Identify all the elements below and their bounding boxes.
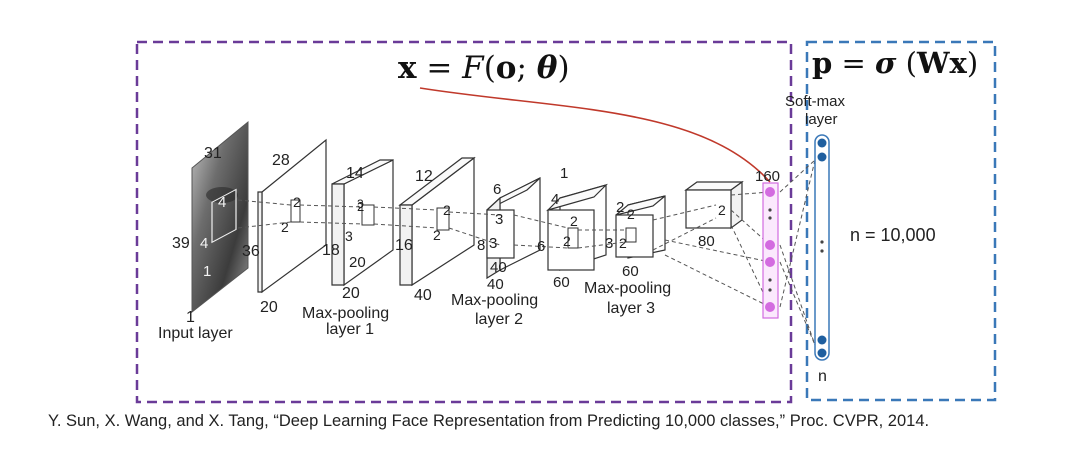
feature-formula: x = F(o; θ) bbox=[398, 50, 570, 86]
softmax-node bbox=[817, 348, 827, 358]
classifier-frame bbox=[805, 40, 997, 402]
conv-layer-3 bbox=[545, 183, 609, 271]
formula-sigma: σ bbox=[875, 46, 897, 80]
formula-open2: ( bbox=[896, 46, 917, 80]
max-pooling-layer-2 bbox=[486, 177, 541, 280]
input-width-label: 39 bbox=[172, 235, 190, 252]
pool1-depth-label: 20 bbox=[349, 254, 366, 271]
kernel-size-label: 2 bbox=[570, 213, 578, 229]
softmax-label-line1: Soft-max bbox=[785, 93, 846, 110]
softmax-dim-label: n bbox=[818, 368, 827, 385]
formula-close: ) bbox=[557, 50, 570, 86]
deepid-node bbox=[765, 187, 775, 197]
kernel-size-label: 2 bbox=[443, 202, 451, 218]
kernel-size-label: 2 bbox=[293, 194, 301, 210]
conv2-width-label: 16 bbox=[395, 237, 413, 254]
kernel-size-label: 1 bbox=[203, 263, 211, 280]
pool3-width-label: 3 bbox=[605, 235, 613, 252]
kernel-size-label: 2 bbox=[357, 199, 364, 214]
kernel-size-label: 2 bbox=[433, 227, 441, 243]
kernel-size-label: 2 bbox=[281, 219, 289, 235]
feature-arrow-curve bbox=[419, 87, 771, 183]
formula-wx: Wx bbox=[916, 46, 967, 80]
conv4-channel-label: 80 bbox=[698, 233, 715, 250]
softmax-node bbox=[817, 138, 827, 148]
conv3-channel-label: 60 bbox=[553, 274, 570, 291]
formula-p: p bbox=[812, 46, 833, 80]
softmax-node bbox=[817, 335, 827, 345]
softmax-vector bbox=[814, 134, 830, 361]
conv3-height-label: 4 bbox=[551, 191, 559, 208]
conv3-width-label: 6 bbox=[537, 238, 545, 255]
input-channel-label: 1 bbox=[186, 309, 195, 326]
citation-text: Y. Sun, X. Wang, and X. Tang, “Deep Lear… bbox=[48, 412, 930, 430]
kernel-size-label: 4 bbox=[218, 194, 226, 211]
softmax-label-line2: layer bbox=[805, 111, 838, 128]
conv-layer-1 bbox=[257, 138, 327, 294]
pool3-height-label: 2 bbox=[616, 199, 624, 216]
conv-layer-4 bbox=[684, 180, 744, 230]
formula-open: ( bbox=[483, 50, 496, 86]
kernel-size-label: 2 bbox=[718, 202, 726, 218]
pool3-name-line2: layer 3 bbox=[607, 300, 655, 317]
formula-close2: ) bbox=[966, 46, 979, 80]
deepid-dim-label: 160 bbox=[755, 168, 780, 185]
pool1-width-label: 18 bbox=[322, 242, 340, 259]
input-face-image bbox=[191, 120, 249, 314]
kernel-size-label: 3 bbox=[495, 211, 503, 228]
kernel-size-label: 3 bbox=[345, 228, 353, 244]
pool3-name-line1: Max-pooling bbox=[584, 280, 671, 297]
conv1-channel-label: 20 bbox=[260, 299, 278, 316]
pool3-channel-label: 60 bbox=[622, 263, 639, 280]
formula-func: F bbox=[462, 50, 484, 86]
conv2-height-label: 12 bbox=[415, 168, 433, 185]
formula-sep: ; bbox=[516, 50, 537, 86]
formula-eq2: = bbox=[832, 46, 876, 80]
conv3-marker-label: 1 bbox=[560, 165, 568, 182]
max-pooling-layer-3 bbox=[615, 195, 666, 259]
kernel-size-label: 4 bbox=[200, 235, 208, 252]
pool1-height-label: 14 bbox=[346, 165, 364, 182]
pool2-channel-label: 40 bbox=[487, 276, 504, 293]
pool3-depth-label: 2 bbox=[627, 206, 635, 222]
formula-o: o bbox=[495, 50, 517, 86]
pool1-name-line2: layer 1 bbox=[326, 321, 374, 338]
max-pooling-layer-1 bbox=[331, 159, 394, 287]
input-height-label: 31 bbox=[204, 145, 222, 162]
kernel-size-label: 2 bbox=[619, 235, 627, 251]
pool2-width-label: 8 bbox=[477, 237, 485, 254]
conv2-channel-label: 40 bbox=[414, 287, 432, 304]
formula-x: x bbox=[398, 50, 417, 86]
conv-layer-2 bbox=[398, 156, 476, 287]
deepid-node bbox=[765, 302, 775, 312]
class-count-label: n = 10,000 bbox=[850, 225, 936, 245]
pool1-name-line1: Max-pooling bbox=[302, 305, 389, 322]
pool2-name-line2: layer 2 bbox=[475, 311, 523, 328]
pool2-depth-label: 40 bbox=[490, 259, 507, 276]
pool2-height-label: 6 bbox=[493, 181, 501, 198]
softmax-node bbox=[817, 152, 827, 162]
input-depth-label: 36 bbox=[242, 243, 260, 260]
kernel-size-label: 3 bbox=[489, 235, 497, 252]
kernel-size-label: 2 bbox=[563, 233, 571, 249]
pool1-channel-label: 20 bbox=[342, 285, 360, 302]
formula-eq: = bbox=[416, 50, 463, 86]
deepid-feature-vector bbox=[762, 182, 779, 319]
deepid-node bbox=[765, 240, 775, 250]
pool2-name-line1: Max-pooling bbox=[451, 292, 538, 309]
softmax-formula: p = σ (Wx) bbox=[812, 46, 978, 80]
deepid-node bbox=[765, 257, 775, 267]
formula-theta: θ bbox=[536, 50, 558, 86]
input-layer-label: Input layer bbox=[158, 325, 233, 342]
feature-extractor-frame bbox=[135, 40, 793, 404]
kernel-size-label: 3 bbox=[357, 197, 364, 211]
conv1-height-label: 28 bbox=[272, 152, 290, 169]
